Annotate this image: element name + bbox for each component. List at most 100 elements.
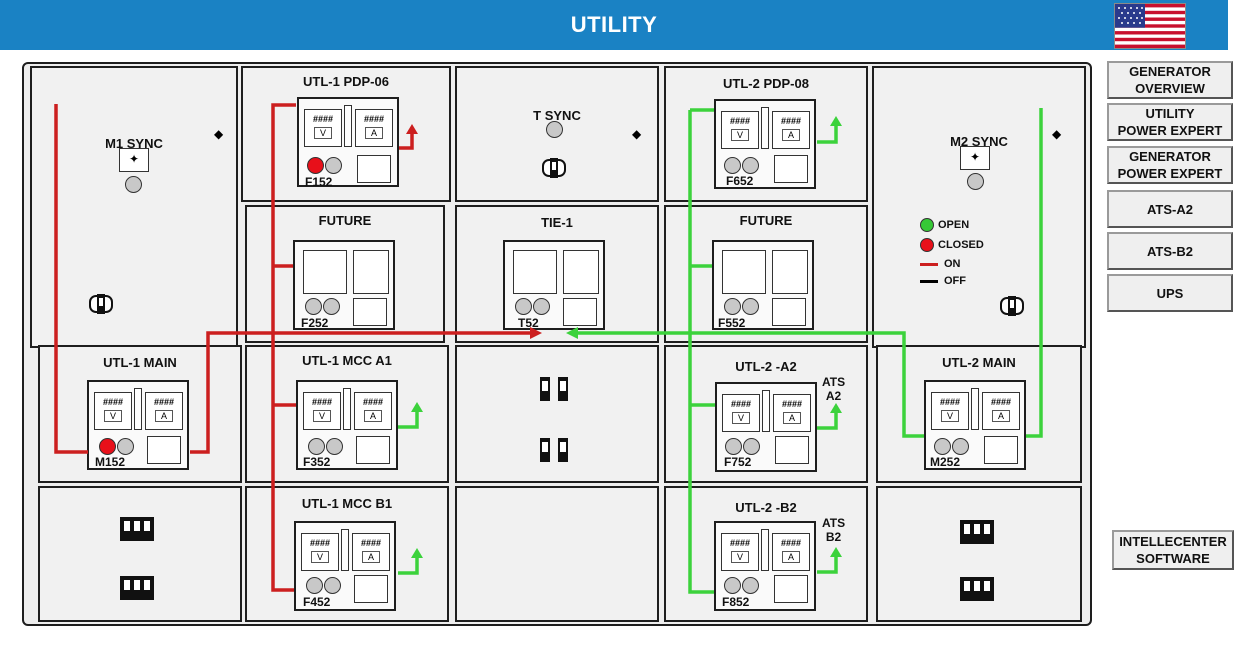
center-breaker-panel-1 <box>455 345 659 483</box>
unit-f352[interactable]: ####V ####A <box>296 380 398 470</box>
utl2-main-label: UTL-2 MAIN <box>942 355 1016 370</box>
unit-m152[interactable]: ####V ####A <box>87 380 189 470</box>
breaker-status-open <box>725 438 742 455</box>
utl2-main-panel: UTL-2 MAIN <box>876 345 1082 483</box>
unit-t52[interactable] <box>503 240 605 330</box>
breaker-status-open <box>326 438 343 455</box>
bus-line-green <box>570 331 924 438</box>
unit-f452[interactable]: ####V ####A <box>294 521 396 611</box>
m1-sync-selector[interactable]: ✦ <box>119 148 149 172</box>
page-title: UTILITY <box>570 12 658 37</box>
unit-f752[interactable]: ####V ####A <box>715 382 817 472</box>
breaker-status-open <box>117 438 134 455</box>
legend-open: OPEN <box>920 218 969 232</box>
t-sync-label: T SYNC <box>533 108 581 123</box>
unit-f152[interactable]: ####V ####A <box>297 97 399 187</box>
breaker-status-open <box>724 298 741 315</box>
legend-closed-label: CLOSED <box>938 239 984 251</box>
volt-meter: ####V <box>931 392 969 430</box>
legend-off-label: OFF <box>944 275 966 287</box>
arrow-head-green <box>411 548 423 558</box>
breaker-handle-icon <box>120 576 158 600</box>
bus-line-green <box>817 411 838 430</box>
breaker-status-open <box>952 438 969 455</box>
unit-bar <box>134 388 142 430</box>
generator-overview-button[interactable]: GENERATOR OVERVIEW <box>1107 61 1233 99</box>
unit-panel-box <box>303 250 347 294</box>
unit-f752-label: F752 <box>724 455 752 469</box>
unit-bar <box>761 107 769 149</box>
m2-sync-label: M2 SYNC <box>950 134 1008 149</box>
generator-power-expert-button[interactable]: GENERATOR POWER EXPERT <box>1107 146 1233 184</box>
breaker-status-closed <box>307 157 324 174</box>
utility-power-expert-button[interactable]: UTILITY POWER EXPERT <box>1107 103 1233 141</box>
utl1-mcc-b1-label: UTL-1 MCC B1 <box>301 496 393 511</box>
unit-m252-label: M252 <box>930 455 961 469</box>
breaker-status-open <box>306 577 323 594</box>
breaker-status-open <box>724 157 741 174</box>
unit-f852-label: F852 <box>722 595 750 609</box>
ats-a2-button[interactable]: ATS-A2 <box>1107 190 1233 228</box>
ups-button[interactable]: UPS <box>1107 274 1233 312</box>
tie-label: TIE-1 <box>541 215 573 230</box>
amp-meter: ####A <box>772 533 810 571</box>
arrow-head-green <box>411 402 423 412</box>
volt-meter: ####V <box>721 533 759 571</box>
arrow-head-green <box>830 547 842 557</box>
bus-line-red <box>54 104 88 454</box>
utl2-a2-label: UTL-2 -A2 <box>735 359 797 374</box>
utl1-mcc-a1-label: UTL-1 MCC A1 <box>302 353 392 368</box>
breaker-handle-icon <box>120 517 158 541</box>
legend-on: ON <box>920 258 961 270</box>
arrow-head-green <box>830 403 842 413</box>
unit-t52-label: T52 <box>518 316 539 330</box>
breaker-status-open <box>742 577 759 594</box>
unit-f252[interactable] <box>293 240 395 330</box>
bus-line-green <box>688 333 714 594</box>
unit-panel-box <box>984 436 1018 464</box>
key-lock-icon <box>1000 296 1024 316</box>
breaker-status-open <box>934 438 951 455</box>
arrow-head-green <box>566 327 578 339</box>
future-1-label: FUTURE <box>318 213 372 228</box>
breaker-status-open <box>742 157 759 174</box>
breaker-status-closed <box>99 438 116 455</box>
breaker-status-open <box>743 438 760 455</box>
unit-bar <box>343 388 351 430</box>
legend-off-line <box>920 279 938 283</box>
unit-f652-label: F652 <box>726 174 754 188</box>
t-sync-panel: T SYNC <box>455 66 659 202</box>
breaker-status-open <box>323 298 340 315</box>
unit-f552[interactable] <box>712 240 814 330</box>
m1-sync-label: M1 SYNC <box>105 136 163 151</box>
door-latch-icon: ◆ <box>214 127 224 141</box>
bus-line-green <box>817 124 838 144</box>
m2-sync-selector[interactable]: ✦ <box>960 146 990 170</box>
key-lock-icon <box>542 158 566 178</box>
intellecenter-software-button[interactable]: INTELLECENTER SOFTWARE <box>1112 530 1234 570</box>
ats-b2-button[interactable]: ATS-B2 <box>1107 232 1233 270</box>
legend-off: OFF <box>920 275 966 287</box>
volt-meter: ####V <box>303 392 341 430</box>
unit-bar <box>341 529 349 571</box>
amp-meter: ####A <box>772 111 810 149</box>
utl1-pdp-label: UTL-1 PDP-06 <box>303 74 389 89</box>
unit-f452-label: F452 <box>303 595 331 609</box>
amp-meter: ####A <box>773 394 811 432</box>
us-flag-icon[interactable] <box>1114 3 1186 49</box>
future-2-label: FUTURE <box>739 213 793 228</box>
unit-f652[interactable]: ####V ####A <box>714 99 816 189</box>
bus-line-green <box>398 410 419 429</box>
unit-f852[interactable]: ####V ####A <box>714 521 816 611</box>
breaker-status-open <box>515 298 532 315</box>
unit-m252[interactable]: ####V ####A <box>924 380 1026 470</box>
unit-bar <box>344 105 352 147</box>
unit-panel-box <box>774 155 808 183</box>
unit-f552-label: F552 <box>718 316 746 330</box>
unit-panel-box <box>147 436 181 464</box>
amp-meter: ####A <box>982 392 1020 430</box>
ats-a2-label: ATS A2 <box>822 375 846 403</box>
bus-line-red <box>271 103 296 333</box>
unit-f352-label: F352 <box>303 455 331 469</box>
